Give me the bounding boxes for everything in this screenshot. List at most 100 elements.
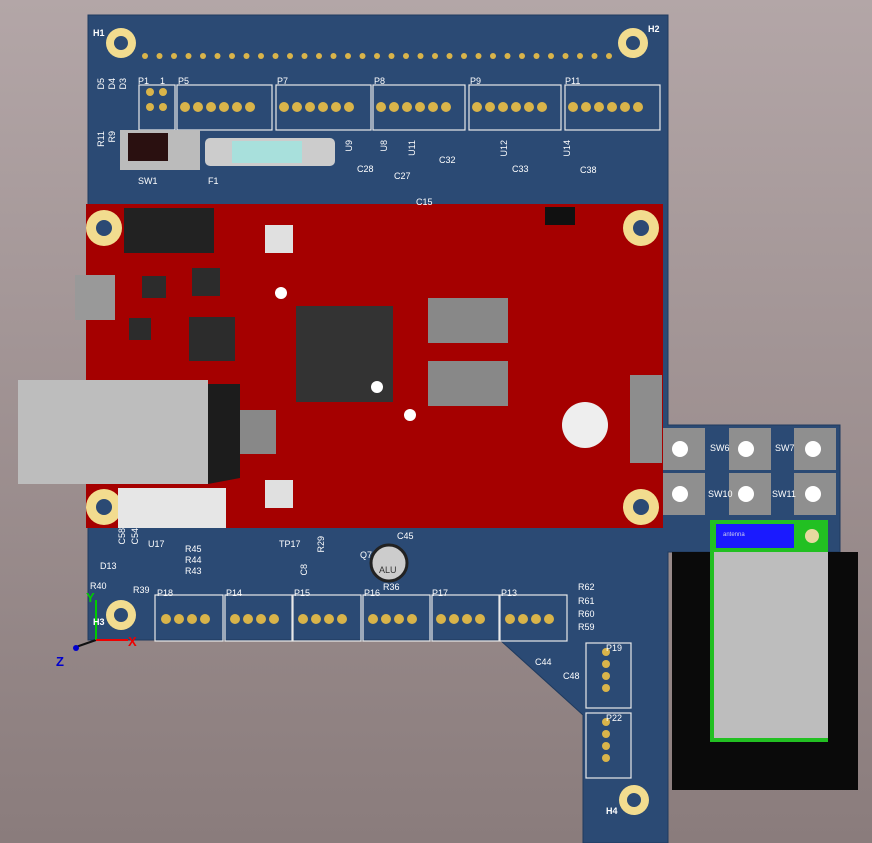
label-h2: H2 [648, 24, 660, 34]
label-r61: R61 [578, 596, 595, 606]
pad [159, 103, 167, 111]
ethernet-jack [18, 380, 208, 484]
label-r29: R29 [316, 536, 326, 553]
label-p19: P19 [606, 643, 623, 653]
label-tp17: TP17 [279, 539, 301, 549]
label-u8: U8 [379, 140, 389, 152]
pad [505, 614, 515, 624]
pad [402, 102, 412, 112]
label-u17: U17 [148, 539, 165, 549]
axis-x-label: X [128, 634, 137, 649]
usb-connector [75, 275, 115, 320]
label-p14: P14 [226, 588, 243, 598]
pad [269, 614, 279, 624]
label-sw1: SW1 [138, 176, 158, 186]
pad [436, 614, 446, 624]
jst-connector [118, 488, 226, 528]
pad [591, 53, 598, 59]
pad [606, 53, 612, 59]
pad [174, 614, 184, 624]
pad [180, 102, 190, 112]
label-p16: P16 [364, 588, 381, 598]
pad [475, 53, 482, 59]
pad [324, 614, 334, 624]
label-f1: F1 [208, 176, 219, 186]
pad [200, 614, 210, 624]
pad [602, 672, 610, 680]
pad [403, 53, 409, 59]
pad [462, 614, 472, 624]
label-p18: P18 [157, 588, 174, 598]
pad [602, 754, 610, 762]
label-d13: D13 [100, 561, 117, 571]
pad [142, 53, 148, 59]
pad [518, 614, 528, 624]
pad [368, 614, 378, 624]
pad [185, 53, 192, 59]
label-h3: H3 [93, 617, 105, 627]
label-c58: C58 [117, 528, 127, 545]
pad [407, 614, 417, 624]
label-r11: R11 [96, 131, 106, 147]
pad [146, 88, 154, 96]
pad [394, 614, 404, 624]
label-sw7: SW7 [775, 443, 795, 453]
pad [602, 742, 610, 750]
label-sw11: SW11 [772, 489, 796, 499]
pad [146, 103, 154, 111]
pad [581, 102, 591, 112]
pad [607, 102, 617, 112]
pad [161, 614, 171, 624]
pad [537, 102, 547, 112]
label-p17: P17 [432, 588, 449, 598]
pad [219, 102, 229, 112]
label-c33: C33 [512, 164, 529, 174]
label-r36: R36 [383, 582, 400, 592]
label-d5: D5 [96, 78, 106, 90]
label-d4: D4 [107, 78, 117, 90]
label-p7: P7 [277, 76, 289, 86]
capacitor-marking: ALU [379, 565, 397, 575]
label-c54: C54 [130, 528, 140, 545]
pad [428, 102, 438, 112]
pad [475, 614, 485, 624]
pad [243, 53, 250, 59]
pad [441, 102, 451, 112]
label-d3: D3 [118, 78, 128, 90]
label-p22: P22 [606, 713, 623, 723]
pad [511, 102, 521, 112]
pad [602, 660, 610, 668]
pad [633, 102, 643, 112]
pad [311, 614, 321, 624]
pad [602, 648, 610, 656]
antenna-label: antenna [723, 532, 745, 538]
label-c32: C32 [439, 155, 456, 165]
pad [415, 102, 425, 112]
pad [359, 53, 366, 59]
pad [193, 102, 203, 112]
pad [461, 53, 467, 59]
mounting-holes [86, 28, 659, 815]
pad [485, 102, 495, 112]
pad [490, 53, 496, 59]
pad [232, 102, 242, 112]
label-c38: C38 [580, 165, 597, 175]
pad [243, 614, 253, 624]
pad [330, 53, 337, 59]
pad [524, 102, 534, 112]
axis-z-label: Z [56, 654, 64, 669]
pad [245, 102, 255, 112]
pad [374, 53, 380, 59]
pad [206, 102, 216, 112]
pad [230, 614, 240, 624]
label-c27: C27 [394, 171, 411, 181]
pad [602, 684, 610, 692]
label-r9: R9 [107, 131, 117, 143]
pad [187, 614, 197, 624]
label-sw10: SW10 [708, 489, 733, 499]
label-c44: C44 [535, 657, 552, 667]
pad [256, 614, 266, 624]
label-h4: H4 [606, 806, 618, 816]
label-u12: U12 [499, 140, 509, 157]
